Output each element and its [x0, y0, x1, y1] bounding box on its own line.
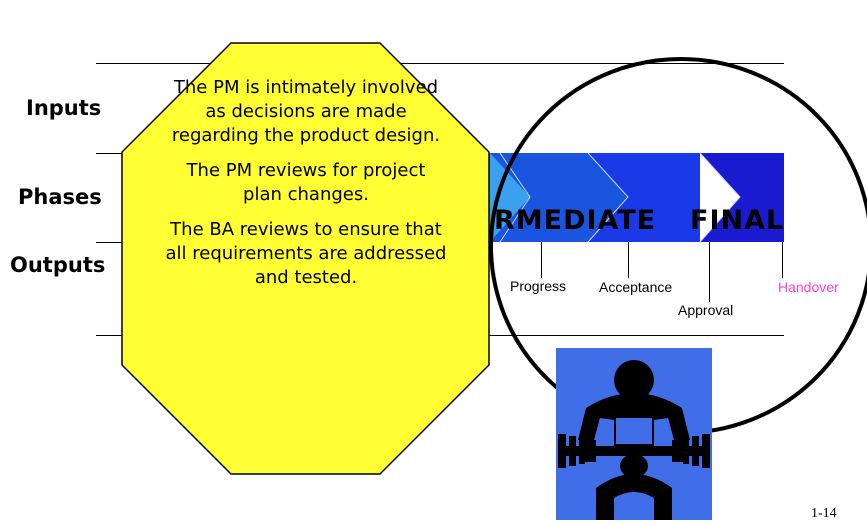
output-progress: Progress [510, 278, 567, 294]
callout-text: The PM is intimately involved as decisio… [165, 76, 447, 301]
output-handover: Handover [778, 279, 839, 295]
phase-final: FINAL [690, 205, 785, 236]
callout-paragraph-2: The PM reviews for project plan changes. [186, 160, 426, 205]
chevron-mid [490, 153, 628, 242]
top-rule [96, 63, 784, 64]
inputs-phases-rule [96, 153, 126, 154]
callout-paragraph-3: The BA reviews to ensure that all requir… [165, 219, 447, 288]
tick-progress [541, 242, 542, 278]
phases-outputs-rule [96, 242, 126, 243]
row-label-phases: Phases [18, 185, 102, 209]
phase-intermediate: RMEDIATE [494, 205, 657, 236]
tick-handover [782, 242, 783, 278]
row-label-inputs: Inputs [26, 96, 102, 120]
tick-approval [709, 242, 710, 302]
callout-octagon [121, 42, 490, 475]
tick-acceptance [628, 242, 629, 278]
row-label-outputs: Outputs [10, 253, 106, 277]
chevron-final [700, 153, 784, 242]
weightlifter-icon [556, 348, 712, 520]
callout-paragraph-1: The PM is intimately involved as decisio… [171, 77, 441, 146]
page-number: 1-14 [811, 506, 837, 521]
output-acceptance: Acceptance [599, 279, 673, 295]
output-approval: Approval [678, 302, 734, 318]
chevron-dark [588, 153, 700, 242]
